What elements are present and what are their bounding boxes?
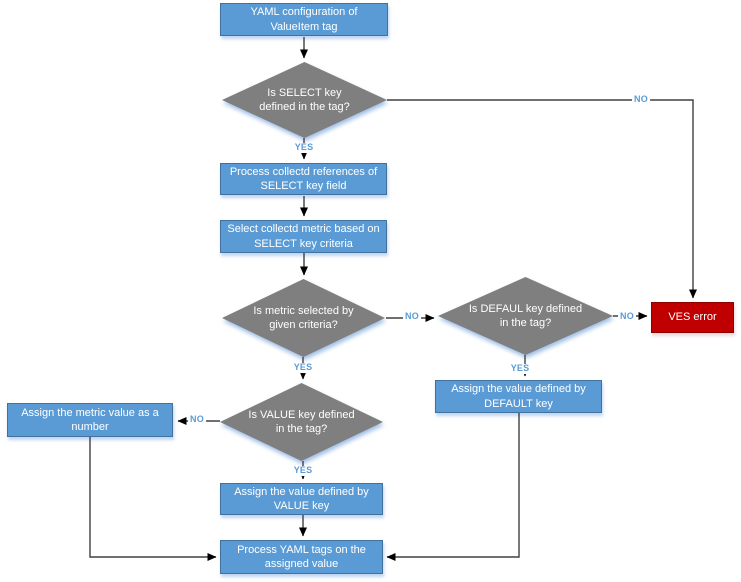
decision-metric-selected-shape: Is metric selected by given criteria? bbox=[222, 279, 385, 357]
node-select-metric-label: Select collectd metric based on SELECT k… bbox=[227, 223, 380, 250]
decision-select-key-label: Is SELECT key defined in the tag? bbox=[259, 86, 350, 113]
decision-default-key: Is DEFAUL key defined in the tag? bbox=[438, 277, 613, 355]
node-process-yaml-tags-label: Process YAML tags on the assigned value bbox=[237, 543, 366, 570]
node-assign-default-label: Assign the value defined by DEFAULT key bbox=[451, 383, 586, 410]
decision-value-key-label: Is VALUE key defined in the tag? bbox=[248, 408, 355, 435]
decision-value-key: Is VALUE key defined in the tag? bbox=[220, 383, 383, 461]
connector-assigndefault-to-processyaml bbox=[386, 413, 520, 561]
node-assign-default: Assign the value defined by DEFAULT key bbox=[435, 380, 602, 413]
edge-label-metric-no: NO bbox=[403, 311, 421, 322]
decision-value-key-shape: Is VALUE key defined in the tag? bbox=[220, 383, 383, 461]
node-ves-error-label: VES error bbox=[668, 311, 717, 324]
node-assign-metric-label: Assign the metric value as a number bbox=[21, 406, 159, 433]
decision-select-key-shape: Is SELECT key defined in the tag? bbox=[222, 62, 387, 138]
decision-default-key-label: Is DEFAUL key defined in the tag? bbox=[468, 302, 583, 329]
edge-label-select-no: NO bbox=[632, 94, 650, 105]
node-yaml-config-label: YAML configuration of ValueItem tag bbox=[250, 6, 358, 33]
decision-metric-selected: Is metric selected by given criteria? bbox=[222, 279, 385, 357]
node-select-metric: Select collectd metric based on SELECT k… bbox=[220, 220, 387, 253]
node-process-references: Process collectd references of SELECT ke… bbox=[220, 163, 387, 195]
node-assign-metric: Assign the metric value as a number bbox=[7, 403, 173, 437]
node-assign-value-label: Assign the value defined by VALUE key bbox=[234, 485, 369, 512]
decision-select-key: Is SELECT key defined in the tag? bbox=[222, 62, 387, 138]
edge-label-value-yes: YES bbox=[291, 465, 315, 476]
node-process-yaml-tags: Process YAML tags on the assigned value bbox=[220, 540, 383, 574]
edge-label-value-no: NO bbox=[188, 414, 206, 425]
edge-label-metric-yes: YES bbox=[291, 362, 315, 373]
node-ves-error: VES error bbox=[651, 302, 734, 333]
node-assign-value: Assign the value defined by VALUE key bbox=[220, 483, 383, 515]
connector-select-no-to-ves bbox=[387, 99, 697, 299]
decision-metric-selected-label: Is metric selected by given criteria? bbox=[253, 304, 354, 331]
edge-label-select-yes: YES bbox=[292, 142, 316, 153]
edge-label-default-no: NO bbox=[618, 311, 636, 322]
node-yaml-config: YAML configuration of ValueItem tag bbox=[220, 3, 388, 36]
edge-label-default-yes: YES bbox=[508, 363, 532, 374]
node-process-references-label: Process collectd references of SELECT ke… bbox=[229, 165, 378, 192]
decision-default-key-shape: Is DEFAUL key defined in the tag? bbox=[438, 277, 613, 355]
connector-assignmetric-to-processyaml bbox=[89, 437, 217, 561]
